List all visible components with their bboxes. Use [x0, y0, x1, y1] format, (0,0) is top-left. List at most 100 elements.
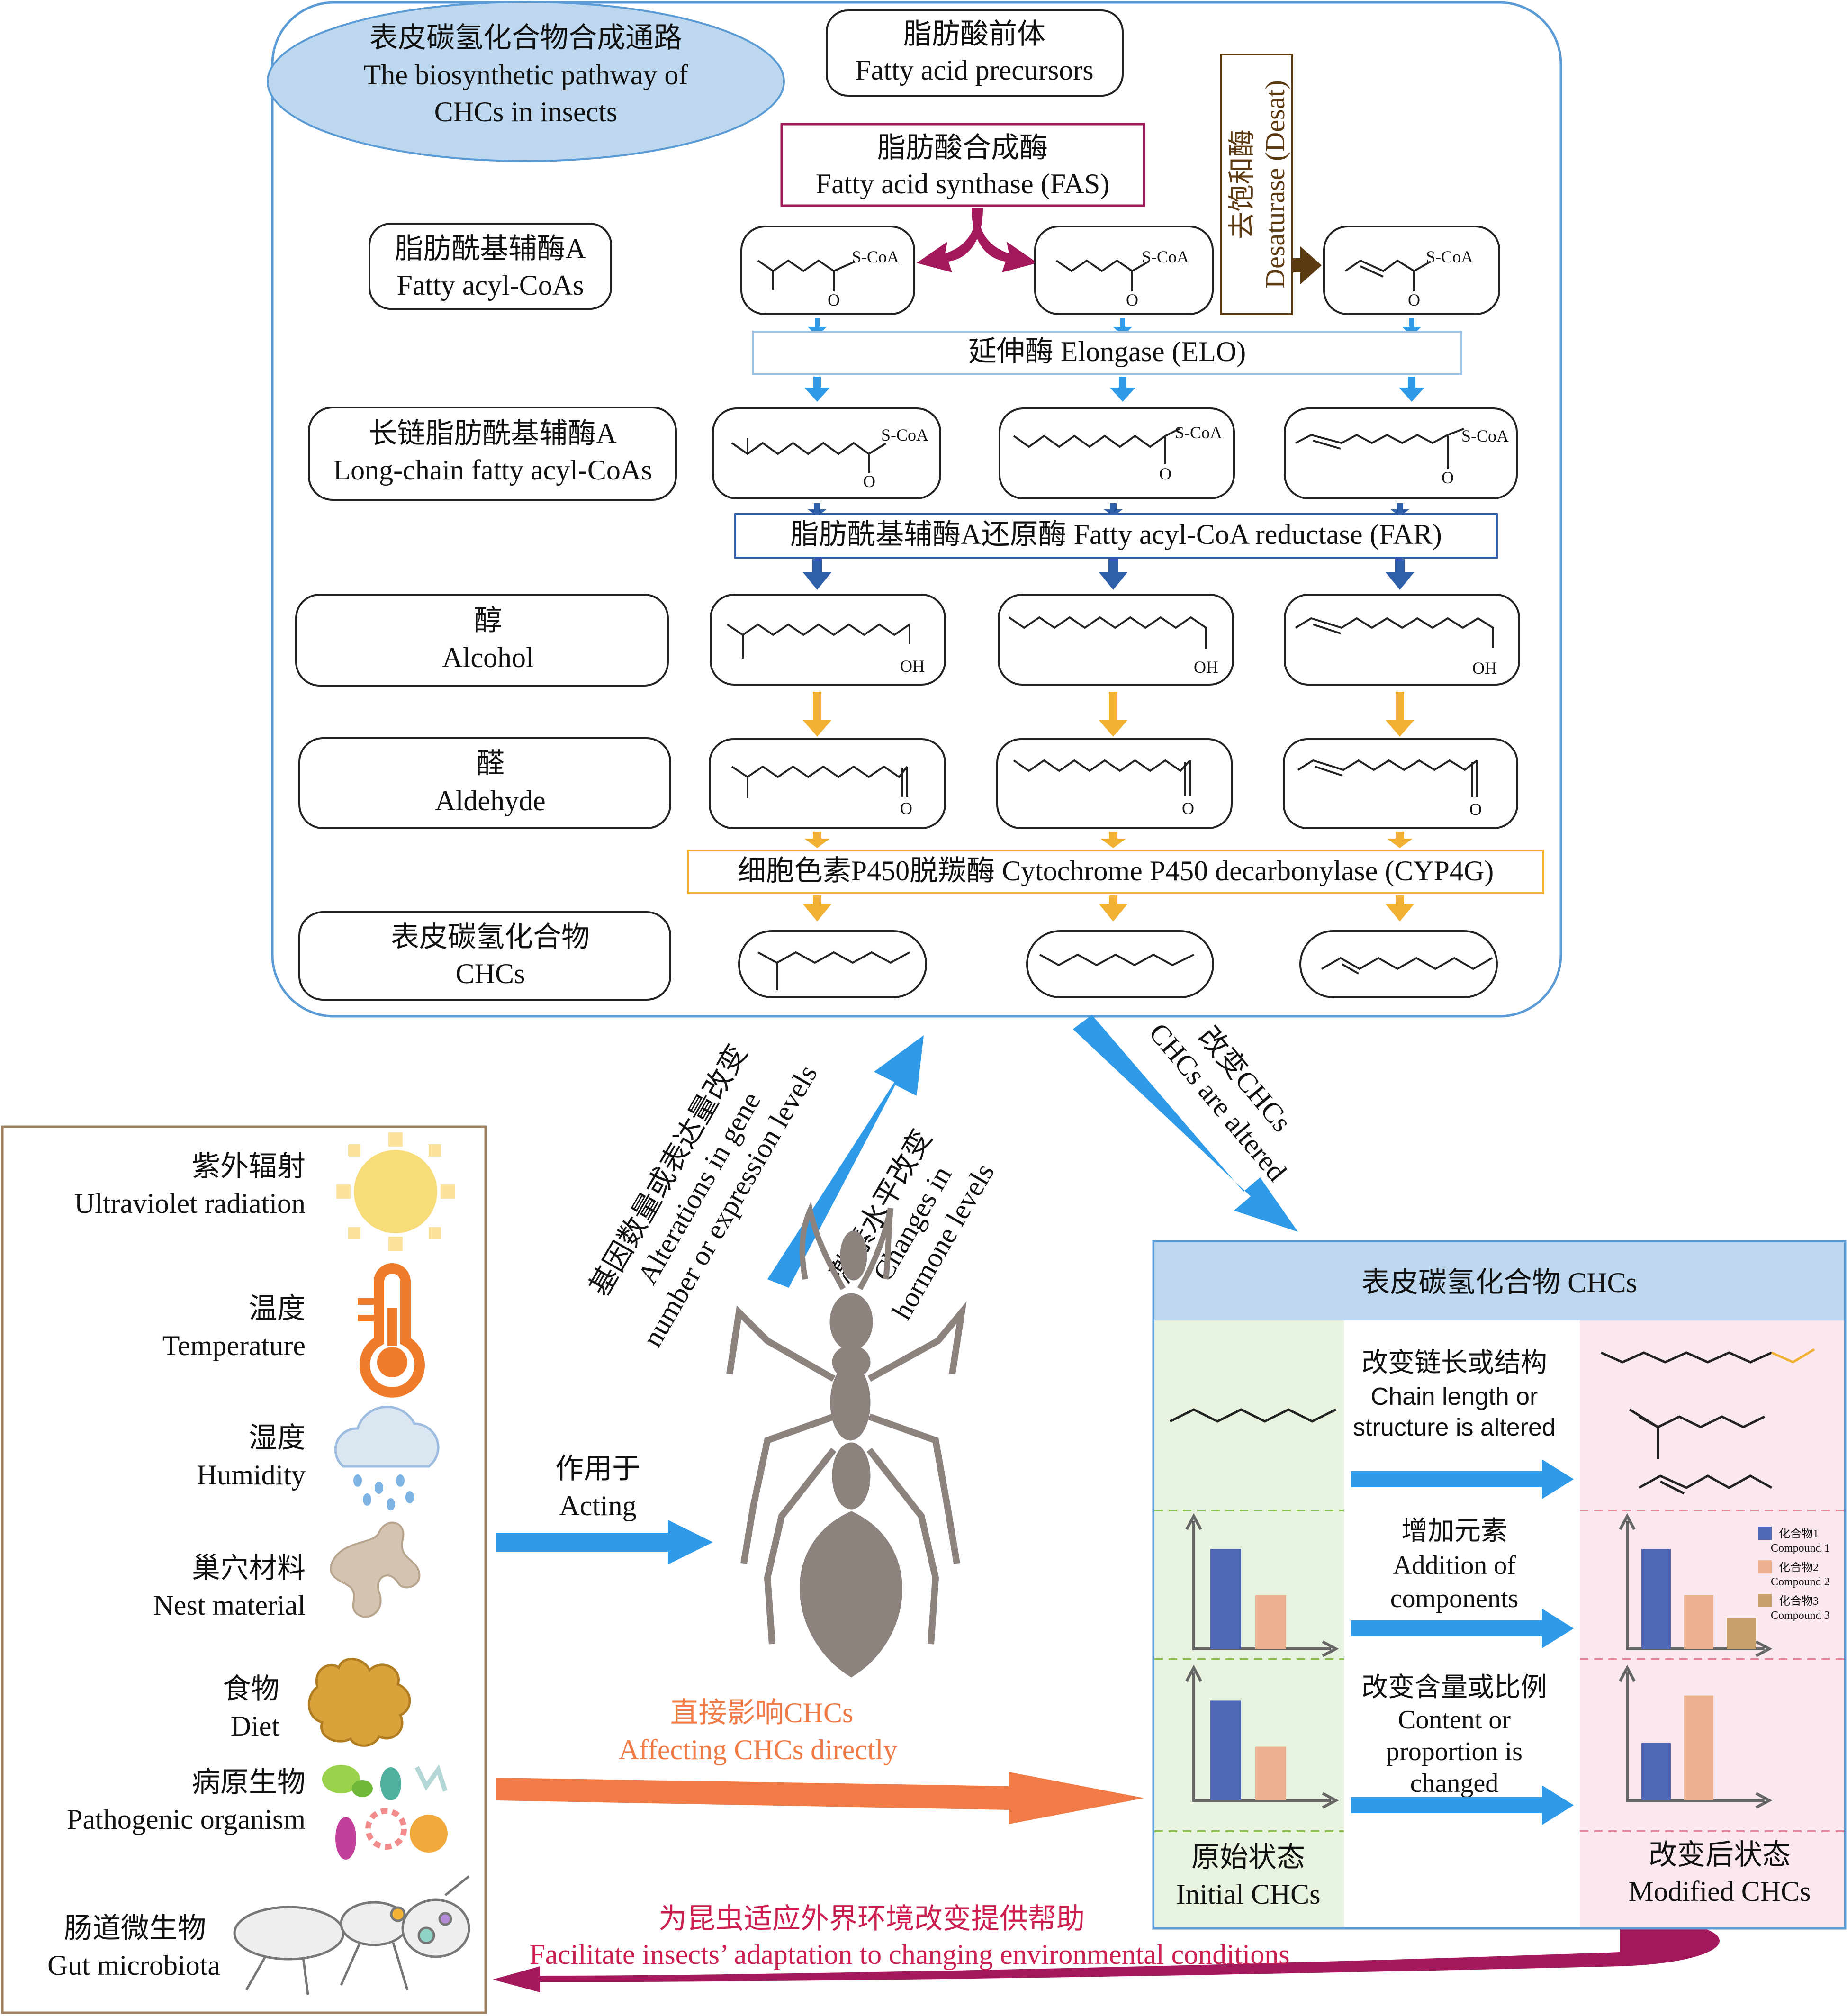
arrows-to-long-chain [804, 377, 1424, 402]
chc-molecule-3 [1299, 930, 1498, 998]
factor-uv-en: Ultraviolet radiation [74, 1188, 306, 1219]
precursor-en: Fatty acid precursors [855, 54, 1093, 86]
row2-arrow [1351, 1609, 1574, 1648]
row2-zh: 增加元素 [1401, 1517, 1507, 1546]
initial-en: Initial CHCs [1176, 1879, 1320, 1910]
cyp-box [687, 850, 1544, 894]
pathway-title-en-1: The biosynthetic pathway of [364, 59, 688, 90]
factor-humidity: 湿度 Humidity [197, 1405, 440, 1510]
fas-split-arrow-right [972, 208, 1037, 272]
legend-zh-2: 化合物2 [1779, 1561, 1819, 1574]
nest-material-icon [330, 1521, 421, 1618]
gene-label-group: 基因数量或表达量改变 Alterations in gene number or… [584, 1040, 823, 1352]
pathway-title-en-2: CHCs in insects [434, 96, 618, 127]
row2-en-1: Addition of [1393, 1551, 1516, 1580]
acyl-coa-molecule-1: S-CoA O [740, 226, 915, 315]
alcohol-molecule-1: OH [710, 594, 946, 686]
svg-text:S-CoA: S-CoA [1426, 247, 1473, 266]
svg-text:O: O [1469, 800, 1482, 819]
arrows-to-far [808, 503, 1409, 516]
acyl-zh: 脂肪酰基辅酶A [395, 233, 586, 264]
row-dividers [1154, 1510, 1844, 1832]
svg-text:S-CoA: S-CoA [1142, 247, 1189, 266]
factor-pathogen: 病原生物 Pathogenic organism [67, 1764, 448, 1860]
factor-nest-en: Nest material [153, 1590, 306, 1621]
modified-row2-bar-1 [1641, 1549, 1671, 1649]
altered-label-group: 改变CHCs CHCs are altered [1143, 1017, 1298, 1187]
modified-zh: 改变后状态 [1649, 1839, 1791, 1871]
fas-split-arrow-left [917, 208, 983, 272]
svg-text:S-CoA: S-CoA [881, 425, 928, 444]
chcs-en: CHCs [456, 958, 525, 989]
initial-bars-row2 [1185, 1513, 1339, 1657]
modified-row2-bar-3 [1727, 1618, 1756, 1649]
initial-row2-bar-2 [1255, 1595, 1286, 1649]
initial-bars-row3 [1185, 1664, 1339, 1809]
acting-en: Acting [559, 1490, 636, 1521]
direct-zh: 直接影响CHCs [670, 1697, 854, 1728]
row1-en-2: structure is altered [1353, 1414, 1556, 1441]
alcohol-label-box [295, 594, 669, 687]
microbes-icon [322, 1764, 448, 1860]
factor-temp-en: Temperature [162, 1330, 306, 1361]
sun-icon [336, 1132, 455, 1251]
desat-arrow [1293, 246, 1322, 284]
aldehyde-zh: 醛 [476, 748, 505, 779]
modified-row3-bar-2 [1684, 1695, 1713, 1800]
acting-arrow [496, 1520, 713, 1564]
legend-en-1: Compound 1 [1771, 1542, 1830, 1555]
initial-row3-bar-2 [1255, 1746, 1286, 1800]
row2-en-2: components [1390, 1584, 1519, 1613]
row3-en-3: changed [1410, 1769, 1499, 1798]
down-arrow-chcs-altered [1073, 1015, 1298, 1232]
pathway-title-ellipse [267, 1, 785, 162]
row1-arrow [1351, 1459, 1574, 1499]
acyl-label-box [369, 223, 612, 310]
row3-arrow [1351, 1785, 1574, 1825]
factor-diet-en: Diet [231, 1710, 280, 1742]
acyl-en: Fatty acyl-CoAs [397, 270, 584, 301]
modified-row3-bar-1 [1641, 1743, 1671, 1800]
far-label: 脂肪酰基辅酶A还原酶 Fatty acyl-CoA reductase (FAR… [790, 519, 1442, 550]
legend-swatch-1 [1758, 1527, 1772, 1540]
ant-icon [726, 1201, 967, 1678]
initial-row2-bar-1 [1210, 1549, 1241, 1649]
initial-row3-bar-1 [1210, 1700, 1241, 1800]
factor-nest: 巢穴材料 Nest material [153, 1521, 421, 1621]
factor-diet: 食物 Diet [223, 1658, 411, 1747]
arrows-to-chcs [803, 895, 1414, 922]
modified-row2-bar-2 [1684, 1595, 1713, 1649]
aldehyde-label-box [298, 737, 671, 829]
far-box [734, 513, 1498, 559]
acyl-coa-molecule-2: S-CoA O [1034, 226, 1214, 315]
legend-en-3: Compound 3 [1771, 1609, 1830, 1622]
factor-uv: 紫外辐射 Ultraviolet radiation [74, 1132, 455, 1251]
long-chain-en: Long-chain fatty acyl-CoAs [333, 454, 652, 486]
modified-bars-row3 [1619, 1664, 1773, 1809]
row1-zh: 改变链长或结构 [1361, 1348, 1547, 1378]
cyp-label: 细胞色素P450脱羰酶 Cytochrome P450 decarbonylas… [738, 855, 1494, 886]
svg-text:O: O [1126, 290, 1138, 309]
alcohol-molecule-2: OH [998, 594, 1234, 686]
chcs-zh: 表皮碳氢化合物 [391, 922, 590, 953]
factor-temp-zh: 温度 [249, 1293, 306, 1324]
arrows-to-alcohol [803, 559, 1414, 590]
elo-label: 延伸酶 Elongase (ELO) [968, 336, 1246, 367]
initial-zh: 原始状态 [1191, 1842, 1305, 1873]
svg-text:S-CoA: S-CoA [1461, 426, 1509, 445]
factor-pathogen-en: Pathogenic organism [67, 1804, 306, 1835]
chc-panel-header-text: 表皮碳氢化合物 CHCs [1361, 1267, 1637, 1298]
chc-panel-header [1154, 1242, 1844, 1320]
rain-cloud-icon [334, 1405, 440, 1510]
facilitate-arrow [493, 1919, 1720, 1992]
svg-text:S-CoA: S-CoA [852, 247, 899, 266]
compound-legend: 化合物1 Compound 1 化合物2 Compound 2 化合物3 Com… [1758, 1527, 1830, 1622]
long-chain-label-box [308, 407, 677, 501]
long-chain-zh: 长链脂肪酰基辅酶A [369, 418, 616, 449]
fas-zh: 脂肪酸合成酶 [877, 132, 1048, 163]
initial-column [1154, 1320, 1344, 1927]
initial-chain-structure [1169, 1408, 1337, 1423]
modified-bars-row2 [1619, 1513, 1773, 1657]
chc-molecule-1 [738, 930, 927, 998]
acyl-coa-molecule-3: S-CoA O [1323, 226, 1500, 315]
